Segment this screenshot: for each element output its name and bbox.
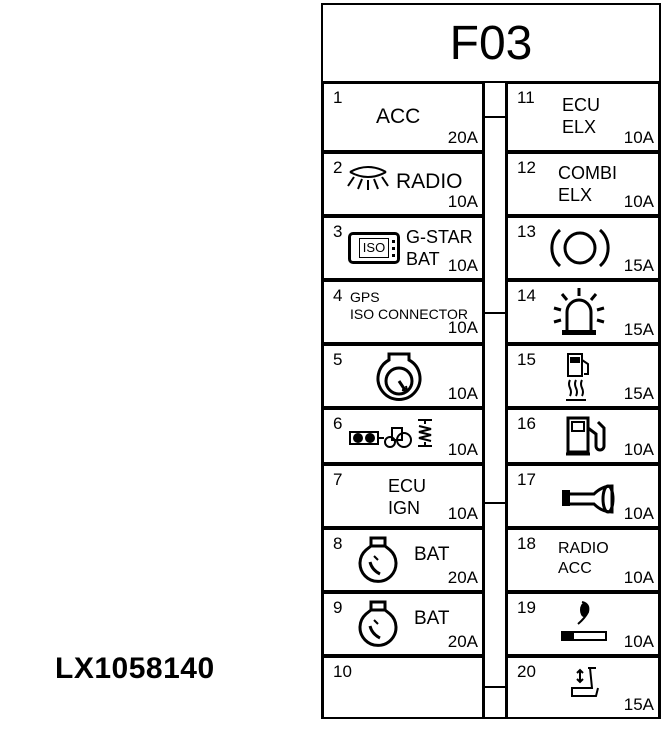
ignition-key-icon xyxy=(376,352,422,401)
fuse-6: 6 10A xyxy=(322,408,484,464)
fuse-amperage: 10A xyxy=(447,504,478,523)
fuse-number: 2 xyxy=(333,158,343,177)
tractor-hitch-icon xyxy=(349,419,432,448)
fuse-19: 19 10A xyxy=(506,592,660,656)
fuse-11: 11 ECU ELX 10A xyxy=(506,82,660,152)
fuse-20: 20 15A xyxy=(506,656,660,719)
fuse-number: 12 xyxy=(517,158,536,177)
fuse-amperage: 10A xyxy=(623,192,654,211)
fuse-9: 9 BAT 20A xyxy=(322,592,484,656)
fuse-label: RADIO xyxy=(396,170,463,193)
fuse-17: 17 10A xyxy=(506,464,660,528)
fuse-label: COMBI ELX xyxy=(558,163,618,205)
fuse-2: 2 RADIO 10A xyxy=(322,152,484,216)
fuse-number: 1 xyxy=(333,88,343,107)
fuse-amperage: 10A xyxy=(623,632,654,651)
fuse-1: 1 ACC 20A xyxy=(322,82,484,152)
bus-tick xyxy=(485,116,505,118)
fuse-8: 8 BAT 20A xyxy=(322,528,484,592)
fuse-number: 5 xyxy=(333,350,343,369)
fuse-amperage: 10A xyxy=(447,440,478,459)
fuse-number: 6 xyxy=(333,414,343,433)
fuse-number: 16 xyxy=(517,414,536,433)
fuse-5: 5 10A xyxy=(322,344,484,408)
bus-tick xyxy=(485,312,505,314)
fuse-4: 4 GPS ISO CONNECTOR 10A xyxy=(322,280,484,344)
fuse-amperage: 10A xyxy=(623,128,654,147)
fuse-amperage: 15A xyxy=(623,384,654,403)
fuse-16: 16 10A xyxy=(506,408,660,464)
fuse-number: 3 xyxy=(333,222,343,241)
fuse-amperage: 10A xyxy=(623,440,654,459)
fuse-14: 14 15A xyxy=(506,280,660,344)
fuse-amperage: 10A xyxy=(623,568,654,587)
fuse-amperage: 20A xyxy=(447,632,478,651)
fuse-number: 14 xyxy=(517,286,536,305)
fuse-number: 7 xyxy=(333,470,343,489)
fuse-number: 17 xyxy=(517,470,536,489)
horn-icon xyxy=(562,484,615,514)
fuse-number: 19 xyxy=(517,598,536,617)
fuse-amperage: 10A xyxy=(447,384,478,403)
fuse-amperage: 10A xyxy=(447,318,478,337)
fuse-amperage: 10A xyxy=(623,504,654,523)
fuse-label: GPS ISO CONNECTOR xyxy=(350,289,468,322)
fuse-number: 11 xyxy=(517,88,535,107)
fuse-10: 10 xyxy=(322,656,484,719)
brake-icon xyxy=(550,228,610,268)
fuse-15: 15 15A xyxy=(506,344,660,408)
fuel-heater-icon xyxy=(566,353,589,401)
fuse-number: 10 xyxy=(333,662,352,681)
fuse-label: ACC xyxy=(376,105,421,128)
light-bulb-icon xyxy=(358,536,398,583)
fuse-18: 18 RADIO ACC 10A xyxy=(506,528,660,592)
bus-tick xyxy=(485,686,505,688)
fuse-amperage: 15A xyxy=(623,320,654,339)
fuse-amperage: 15A xyxy=(623,256,654,275)
fuse-amperage: 10A xyxy=(447,192,478,211)
fuse-label: G-STAR BAT xyxy=(406,227,473,269)
fuse-number: 13 xyxy=(517,222,536,241)
fuse-amperage: 15A xyxy=(623,695,654,714)
fuse-label: BAT xyxy=(414,544,450,565)
part-reference: LX1058140 xyxy=(55,652,215,685)
fuse-7: 7 ECU IGN 10A xyxy=(322,464,484,528)
fuse-3: 3 ISO G-STAR BAT 10A xyxy=(322,216,484,280)
fuse-number: 15 xyxy=(517,350,536,369)
fuse-number: 4 xyxy=(333,286,343,305)
fuse-13: 13 15A xyxy=(506,216,660,280)
bus-tick xyxy=(485,502,505,504)
fuse-number: 18 xyxy=(517,534,536,553)
beacon-icon xyxy=(553,288,605,335)
headlight-icon xyxy=(347,166,389,190)
fuel-pump-icon xyxy=(566,416,606,456)
fuse-number: 8 xyxy=(333,534,343,553)
seat-icon xyxy=(571,667,599,697)
panel-title: F03 xyxy=(323,5,659,83)
fuse-number: 9 xyxy=(333,598,343,617)
fuse-label: ECU IGN xyxy=(388,476,427,518)
fuse-number: 20 xyxy=(517,662,536,681)
fuse-amperage: 20A xyxy=(447,568,478,587)
iso-monitor-icon: ISO xyxy=(348,232,400,264)
fuse-amperage: 10A xyxy=(447,256,478,275)
fuse-12: 12 COMBI ELX 10A xyxy=(506,152,660,216)
fuse-amperage: 20A xyxy=(447,128,478,147)
light-bulb-icon xyxy=(358,600,398,647)
fuse-label: RADIO ACC xyxy=(558,540,609,577)
cigarette-lighter-icon xyxy=(561,601,607,641)
iso-label: ISO xyxy=(359,238,389,258)
fuse-label: ECU ELX xyxy=(562,95,601,137)
fuse-label: BAT xyxy=(414,608,450,629)
bus-bar xyxy=(483,81,507,717)
